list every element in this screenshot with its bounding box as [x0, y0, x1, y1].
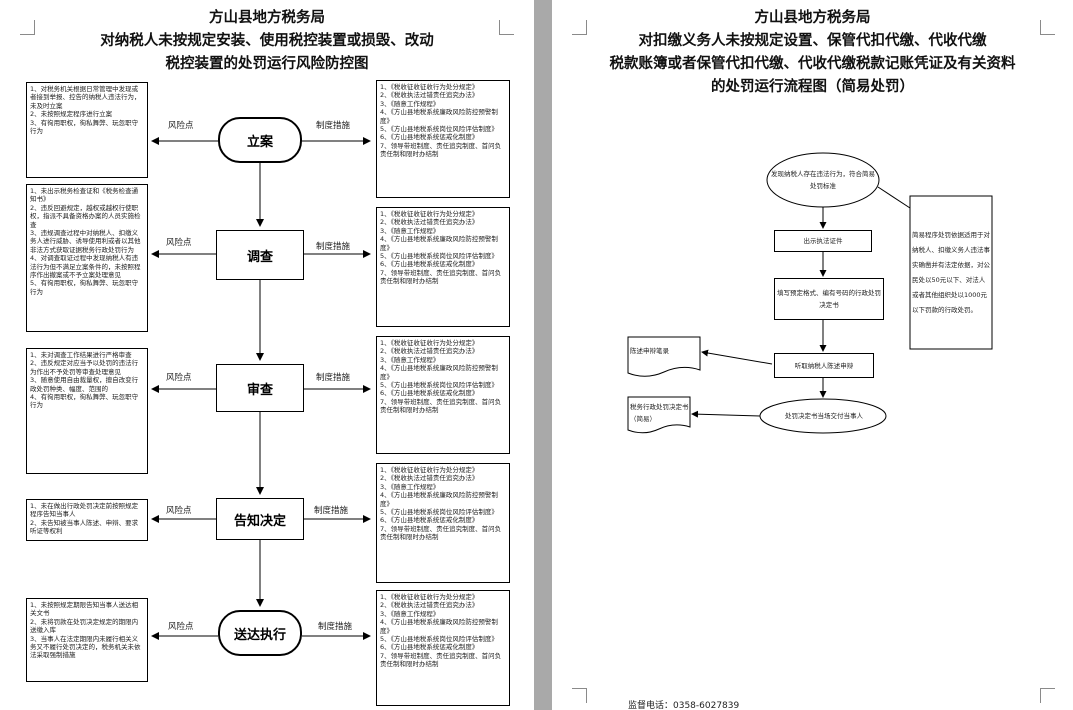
right-title-line-2: 对扣缴义务人未按规定设置、保管代扣代缴、代收代缴: [638, 33, 987, 49]
stage-songda-zhixing: 送达执行: [218, 610, 302, 656]
page-corner-mark: [1040, 688, 1055, 703]
risk-label: 风险点: [166, 238, 192, 248]
flow-note-text: 简易程序处罚依据适用于对纳税人、扣缴义务人违法事实确凿并有法定依据，对公民处以5…: [912, 230, 990, 314]
measure-label: 制度措施: [316, 373, 351, 383]
risk-box-gaozhi: 1、未在做出行政处罚决定前按照规定程序告知当事人 2、未告知被当事人陈述、申辩、…: [26, 499, 148, 541]
right-document-page: 方山县地方税务局 对扣缴义务人未按规定设置、保管代扣代缴、代收代缴 税款账簿或者…: [552, 0, 1073, 710]
flow-step-fill-decision: 填写预定格式、编有号码的行政处罚决定书: [774, 278, 884, 320]
risk-label: 风险点: [168, 622, 194, 632]
flowchart-shapes: [627, 152, 993, 434]
measures-box-shencha: 1、《税收征收征收行为处分规定》 2、《税收执法过错责任追究办法》 3、《随意工…: [376, 336, 510, 454]
risk-label: 风险点: [168, 121, 194, 131]
page-corner-mark: [1040, 20, 1055, 35]
left-document-page: 方山县地方税务局 对纳税人未按规定安装、使用税控装置或损毁、改动 税控装置的处罚…: [0, 0, 534, 710]
risk-box-songda: 1、未按照规定期限告知当事人送达相关文书 2、未将罚款在处罚决定规定的期限内送缴…: [26, 598, 148, 682]
stage-lian: 立案: [218, 117, 302, 163]
measures-box-diaocha: 1、《税收征收征收行为处分规定》 2、《税收执法过错责任追究办法》 3、《随意工…: [376, 207, 510, 327]
page-corner-mark: [499, 20, 514, 35]
supervision-phone: 监督电话：0358-6027839: [628, 701, 740, 710]
flow-doc-statement-record: 陈述申辩笔录: [630, 347, 669, 355]
measure-label: 制度措施: [318, 622, 353, 632]
stage-gaozhi-jueding: 告知决定: [216, 498, 304, 540]
measure-label: 制度措施: [316, 121, 351, 131]
flow-step-show-credentials: 出示执法证件: [774, 230, 872, 252]
measures-box-lian: 1、《税收征收征收行为处分规定》 2、《税收执法过错责任追究办法》 3、《随意工…: [376, 80, 510, 198]
measures-box-songda: 1、《税收征收征收行为处分规定》 2、《税收执法过错责任追究办法》 3、《随意工…: [376, 590, 510, 706]
flow-start-text: 发现纳税人存在违法行为，符合简易处罚标准: [771, 170, 875, 190]
measure-label: 制度措施: [316, 242, 351, 252]
risk-box-lian: 1、对税务机关根据日常管理中发现或者接到举报、控告的纳税人违法行为，未及时立案 …: [26, 82, 148, 178]
page-corner-mark: [572, 20, 587, 35]
stage-shencha: 审查: [216, 364, 304, 412]
risk-box-diaocha: 1、未出示税务检查证和《税务检查通知书》 2、违反回避规定，越权或越权行使职权，…: [26, 184, 148, 332]
document-shape-2: [627, 396, 691, 434]
measures-box-gaozhi: 1、《税收征收征收行为处分规定》 2、《税收执法过错责任追究办法》 3、《随意工…: [376, 463, 510, 583]
left-title-line-1: 方山县地方税务局: [209, 10, 325, 26]
right-title-line-3: 税款账簿或者保管代扣代缴、代收代缴税款记账凭证及有关资料: [609, 56, 1016, 72]
measure-label: 制度措施: [314, 506, 349, 516]
page-corner-mark: [572, 688, 587, 703]
risk-label: 风险点: [166, 506, 192, 516]
right-title-line-1: 方山县地方税务局: [754, 10, 871, 26]
stage-diaocha: 调查: [216, 230, 304, 280]
left-title-line-3: 税控装置的处罚运行风险防控图: [165, 56, 369, 72]
risk-label: 风险点: [166, 373, 192, 383]
flow-connectors: [151, 137, 371, 640]
left-title-line-2: 对纳税人未按规定安装、使用税控装置或损毁、改动: [100, 33, 434, 49]
flow-end-deliver-decision: 处罚决定书当场交付当事人: [785, 412, 863, 420]
document-shape-1: [627, 336, 701, 377]
right-title-line-4: 的处罚运行流程图（简易处罚）: [711, 79, 914, 95]
flow-doc-penalty-decision: 税务行政处罚决定书（简易）: [630, 403, 689, 423]
risk-box-shencha: 1、未对调查工作结果进行严格审查 2、违反规定对应当予以处罚的违法行为作出不予处…: [26, 348, 148, 474]
flow-step-hear-statement: 听取纳税人陈述申辩: [774, 353, 874, 378]
page-corner-mark: [20, 20, 35, 35]
note-box-shape: [909, 195, 993, 350]
